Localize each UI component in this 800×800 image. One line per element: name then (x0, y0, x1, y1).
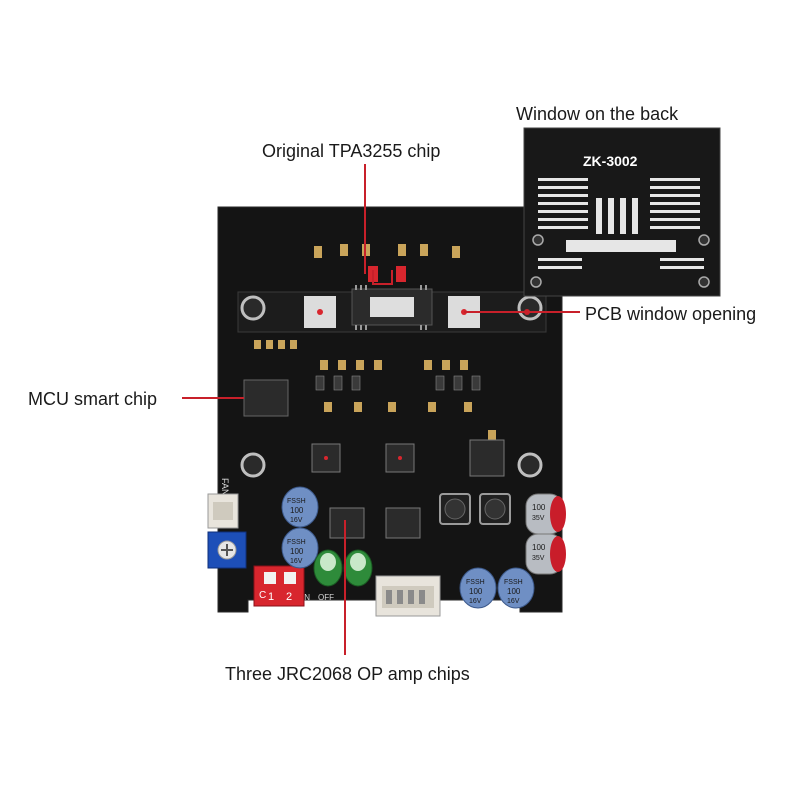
main-pcb: FAN ON OFF C 1 2 FSSH 100 16V FSSH 100 1… (207, 206, 566, 617)
svg-text:35V: 35V (532, 515, 545, 522)
svg-text:35V: 35V (532, 555, 545, 562)
svg-text:16V: 16V (290, 558, 303, 565)
capacitor-blue: FSSH 100 16V (459, 567, 497, 609)
mount-hole-icon (517, 295, 543, 321)
op-amp-chip (329, 507, 365, 539)
back-board-model: ZK-3002 (583, 153, 638, 169)
capacitor-blue: FSSH 100 16V (281, 486, 319, 528)
svg-text:FSSH: FSSH (287, 539, 306, 546)
mount-hole-icon (517, 452, 543, 478)
svg-text:100: 100 (507, 587, 521, 596)
svg-text:16V: 16V (290, 517, 303, 524)
switch-c-label: C (259, 590, 266, 601)
off-label: OFF (318, 593, 334, 602)
back-window-board: ZK-3002 (523, 127, 721, 297)
capacitor-blue: FSSH 100 16V (281, 527, 319, 569)
svg-text:100: 100 (290, 547, 304, 556)
op-amp-chip (385, 507, 421, 539)
svg-text:100: 100 (290, 506, 304, 515)
svg-text:16V: 16V (469, 598, 482, 605)
capacitor-grey: 100 35V (525, 493, 566, 535)
switch-1-label: 1 (268, 591, 274, 603)
svg-text:FSSH: FSSH (504, 579, 523, 586)
svg-text:100: 100 (532, 503, 546, 512)
svg-text:100: 100 (469, 587, 483, 596)
ic-chip (469, 439, 505, 477)
callout-pcb-window: PCB window opening (585, 304, 757, 324)
mount-hole-icon (240, 295, 266, 321)
svg-text:16V: 16V (507, 598, 520, 605)
leader-lines (182, 164, 580, 655)
mcu-chip (243, 379, 289, 417)
svg-text:FSSH: FSSH (287, 498, 306, 505)
capacitor-grey: 100 35V (525, 533, 566, 575)
callout-window-back: Window on the back (516, 104, 679, 124)
callout-mcu-chip: MCU smart chip (28, 389, 158, 409)
mount-hole-icon (240, 452, 266, 478)
svg-text:100: 100 (532, 543, 546, 552)
callout-op-amp: Three JRC2068 OP amp chips (225, 664, 470, 684)
fan-label: FAN (220, 478, 230, 496)
capacitor-blue: FSSH 100 16V (497, 567, 535, 609)
callout-tpa-chip: Original TPA3255 chip (262, 141, 441, 161)
switch-2-label: 2 (286, 591, 292, 603)
svg-text:FSSH: FSSH (466, 579, 485, 586)
